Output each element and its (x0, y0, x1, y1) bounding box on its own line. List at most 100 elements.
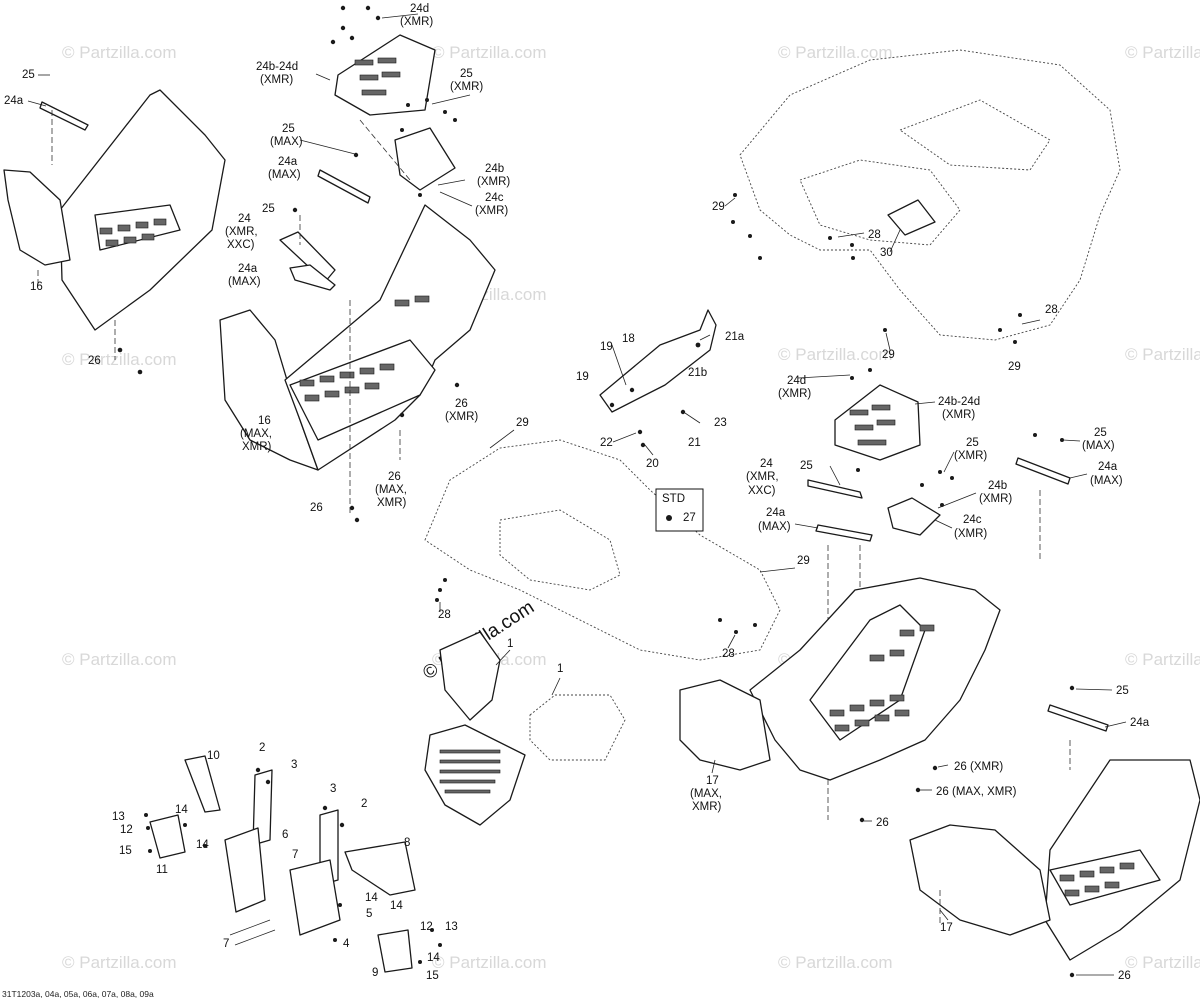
callout-24: 24 (238, 213, 251, 225)
callout-25-sub: (MAX) (1082, 440, 1115, 452)
callout-22: 22 (600, 437, 613, 449)
callout-5: 5 (366, 908, 372, 920)
callout-14: 14 (365, 892, 378, 904)
callout-2: 2 (361, 798, 367, 810)
callout-26: 26 (388, 471, 401, 483)
callout-26: 26 (88, 355, 101, 367)
callout-24a: 24a (278, 156, 298, 168)
callout-26-max-xmr: 26 (MAX, XMR) (936, 786, 1017, 798)
watermark-text: © Partzilla.com (1125, 650, 1200, 669)
callout-17-sub1: (MAX, (690, 788, 722, 800)
callout-11: 11 (156, 864, 168, 876)
front-frame-bracket-parts (144, 755, 442, 973)
watermark-text: © Partzilla.com (778, 953, 893, 972)
callout-24-sub2: XXC) (748, 485, 776, 497)
callout-24-sub2: XXC) (227, 239, 255, 251)
callout-26: 26 (310, 502, 323, 514)
callout-29: 29 (797, 555, 810, 567)
callout-labels: 25 24a 16 26 24d (XMR) 24b-24d (XMR) 25 … (4, 3, 1150, 982)
callout-28: 28 (722, 648, 735, 660)
callout-29: 29 (882, 349, 895, 361)
callout-26-xmr: 26 (XMR) (954, 761, 1003, 773)
callout-26-sub2: XMR) (377, 497, 407, 509)
callout-3: 3 (330, 783, 336, 795)
callout-24b: 24b (988, 480, 1007, 492)
callout-14: 14 (427, 952, 440, 964)
drawing-code: 31T1203a, 04a, 05a, 06a, 07a, 08a, 09a (2, 989, 154, 999)
watermark-text: © Partzilla.com (1125, 43, 1200, 62)
mid-left-footwell-assembly (219, 152, 496, 523)
callout-26-sub: (XMR) (445, 411, 478, 423)
watermark-text: © Partzilla.com (432, 43, 547, 62)
left-footwell-assembly (3, 74, 226, 375)
callout-2: 2 (259, 742, 265, 754)
callout-26-sub1: (MAX, (375, 484, 407, 496)
callout-24a: 24a (238, 263, 258, 275)
callout-21a: 21a (725, 331, 745, 343)
callout-25: 25 (800, 460, 813, 472)
callout-14: 14 (196, 839, 209, 851)
watermark-text: © Partzilla.com (62, 43, 177, 62)
callout-24-sub1: (XMR, (746, 471, 779, 483)
callout-19: 19 (600, 341, 613, 353)
callout-9: 9 (372, 967, 378, 979)
callout-15: 15 (119, 845, 132, 857)
right-footwell-assembly (679, 577, 1001, 823)
callout-28: 28 (1045, 304, 1058, 316)
callout-24c: 24c (485, 192, 504, 204)
watermark-text: © Partzilla.com (1125, 953, 1200, 972)
callout-24c-sub: (XMR) (954, 528, 987, 540)
callout-20: 20 (646, 458, 659, 470)
callout-29: 29 (1008, 361, 1021, 373)
callout-24d: 24d (787, 375, 806, 387)
callout-25: 25 (22, 69, 35, 81)
callout-16: 16 (258, 415, 271, 427)
bracket-18 (599, 309, 717, 448)
watermark-text: © Partzilla.com (778, 43, 893, 62)
callout-24c-sub: (XMR) (475, 205, 508, 217)
callout-25-sub: (XMR) (450, 81, 483, 93)
callout-19: 19 (576, 371, 589, 383)
watermark-text: © Partzilla.com (778, 345, 893, 364)
front-grille-parts (424, 631, 626, 826)
callout-24d: 24d (410, 3, 429, 15)
callout-24c: 24c (963, 514, 982, 526)
callout-23: 23 (714, 417, 727, 429)
callout-24-sub1: (XMR, (225, 226, 258, 238)
callout-10: 10 (207, 750, 220, 762)
callout-16-sub2: XMR) (242, 441, 272, 453)
callout-12: 12 (420, 921, 433, 933)
callout-21b: 21b (688, 367, 707, 379)
callout-24a-sub: (MAX) (228, 276, 261, 288)
callout-13: 13 (112, 811, 125, 823)
watermark-layer: © Partzilla.com © Partzilla.com © Partzi… (62, 43, 1200, 972)
bottom-right-footwell-assembly (909, 685, 1200, 978)
callout-28: 28 (868, 229, 881, 241)
callout-26: 26 (1118, 970, 1131, 982)
callout-24d-sub: (XMR) (778, 388, 811, 400)
callout-25: 25 (460, 68, 473, 80)
callout-4: 4 (343, 938, 350, 950)
front-fender: STD 27 (424, 439, 781, 661)
callout-1: 1 (557, 663, 563, 675)
callout-17: 17 (940, 922, 953, 934)
callout-24b-24d: 24b-24d (938, 396, 980, 408)
callout-26: 26 (876, 817, 889, 829)
callout-21: 21 (688, 437, 701, 449)
callout-6: 6 (282, 829, 288, 841)
watermark-text: © Partzilla.com (62, 650, 177, 669)
callout-18: 18 (622, 333, 635, 345)
callout-24a-sub: (MAX) (268, 169, 301, 181)
callout-29: 29 (712, 201, 725, 213)
callout-1: 1 (507, 638, 513, 650)
callout-17: 17 (706, 775, 719, 787)
callout-13: 13 (445, 921, 458, 933)
callout-24d-sub: (XMR) (400, 16, 433, 28)
callout-25: 25 (262, 203, 275, 215)
callout-24a: 24a (1130, 717, 1150, 729)
callout-25: 25 (1116, 685, 1129, 697)
watermark-text: © Partzilla.com (1125, 345, 1200, 364)
std-box-callout: 27 (683, 512, 696, 524)
